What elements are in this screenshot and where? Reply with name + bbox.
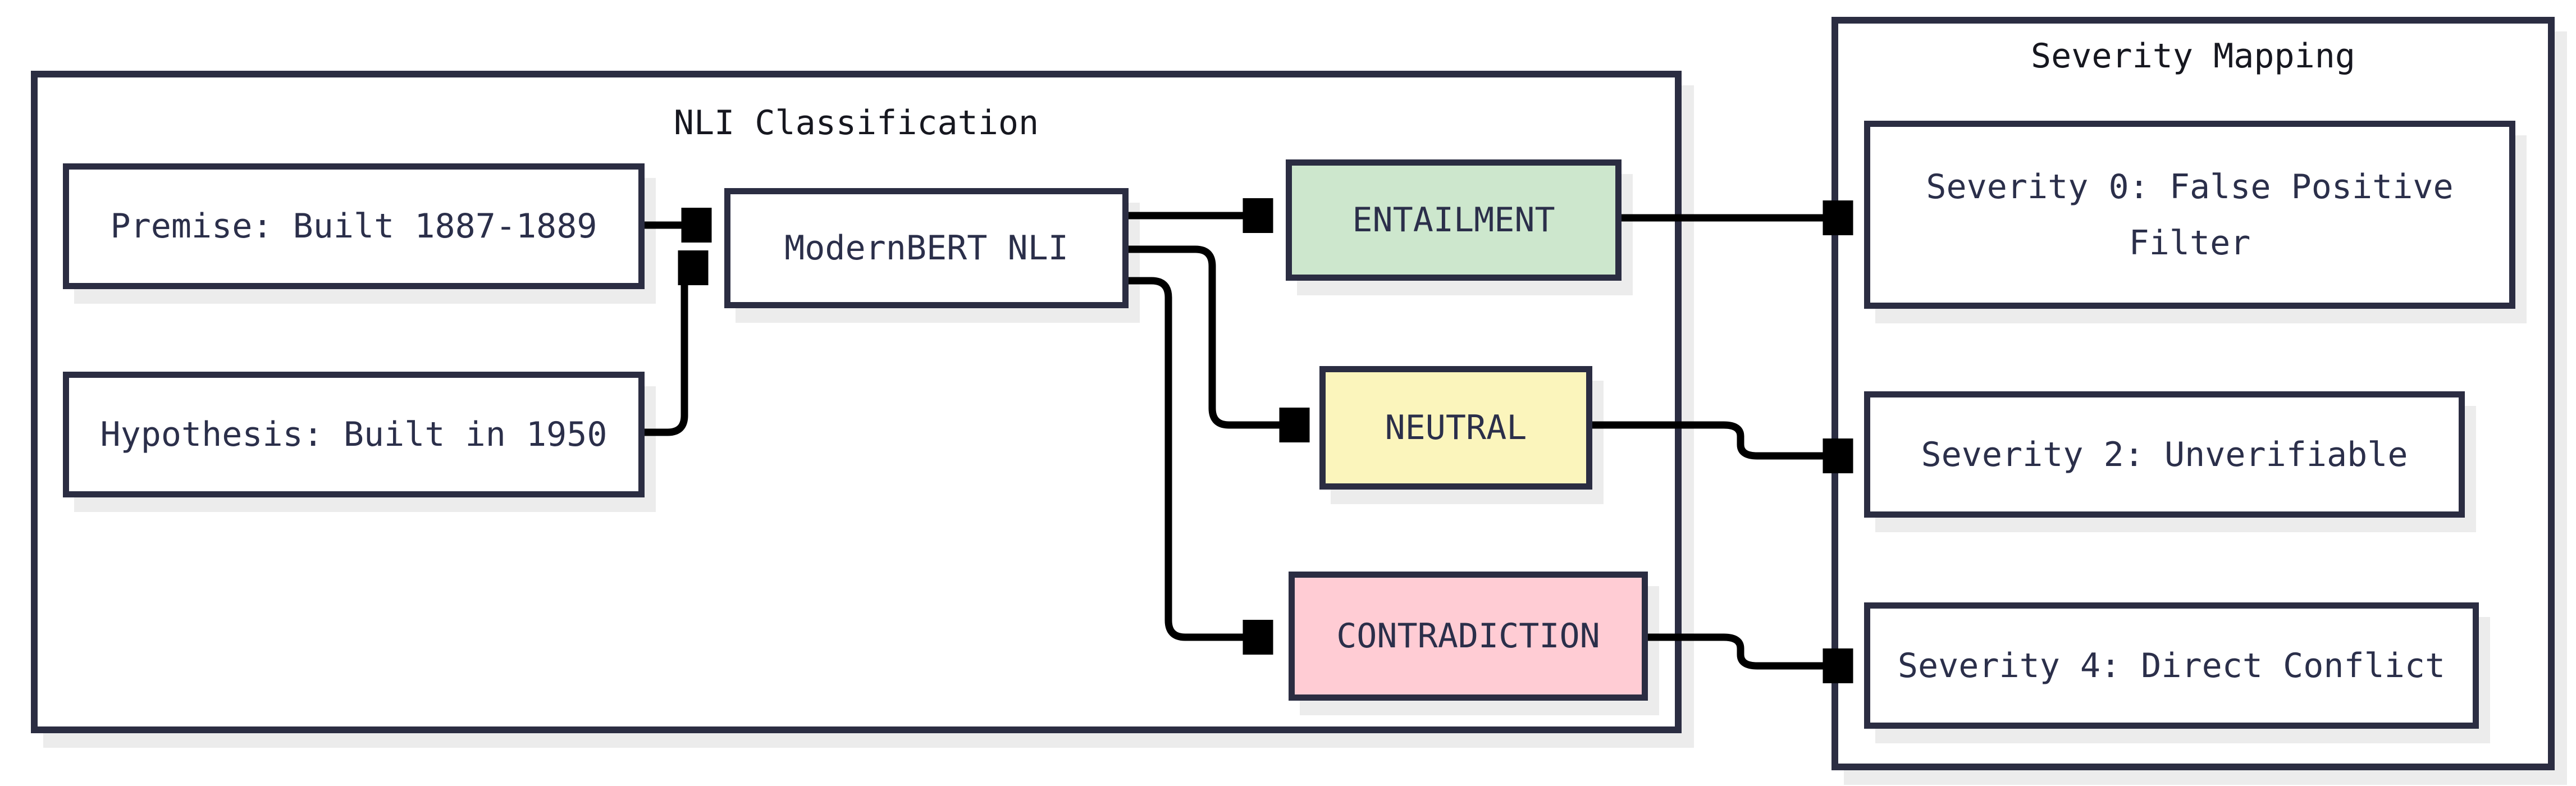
node-modernbert-nli: ModernBERT NLI (724, 188, 1129, 308)
node-contradiction: CONTRADICTION (1289, 572, 1648, 701)
node-severity-4: Severity 4: Direct Conflict (1864, 602, 2479, 729)
node-neutral: NEUTRAL (1319, 366, 1592, 490)
node-severity-2: Severity 2: Unverifiable (1864, 391, 2465, 518)
node-severity-0: Severity 0: False Positive Filter (1864, 121, 2515, 309)
container-title-nli-classification: NLI Classification (673, 103, 1039, 143)
node-premise: Premise: Built 1887-1889 (63, 163, 645, 289)
container-title-severity-mapping: Severity Mapping (2031, 36, 2355, 76)
node-hypothesis: Hypothesis: Built in 1950 (63, 372, 645, 497)
node-entailment: ENTAILMENT (1286, 159, 1622, 281)
